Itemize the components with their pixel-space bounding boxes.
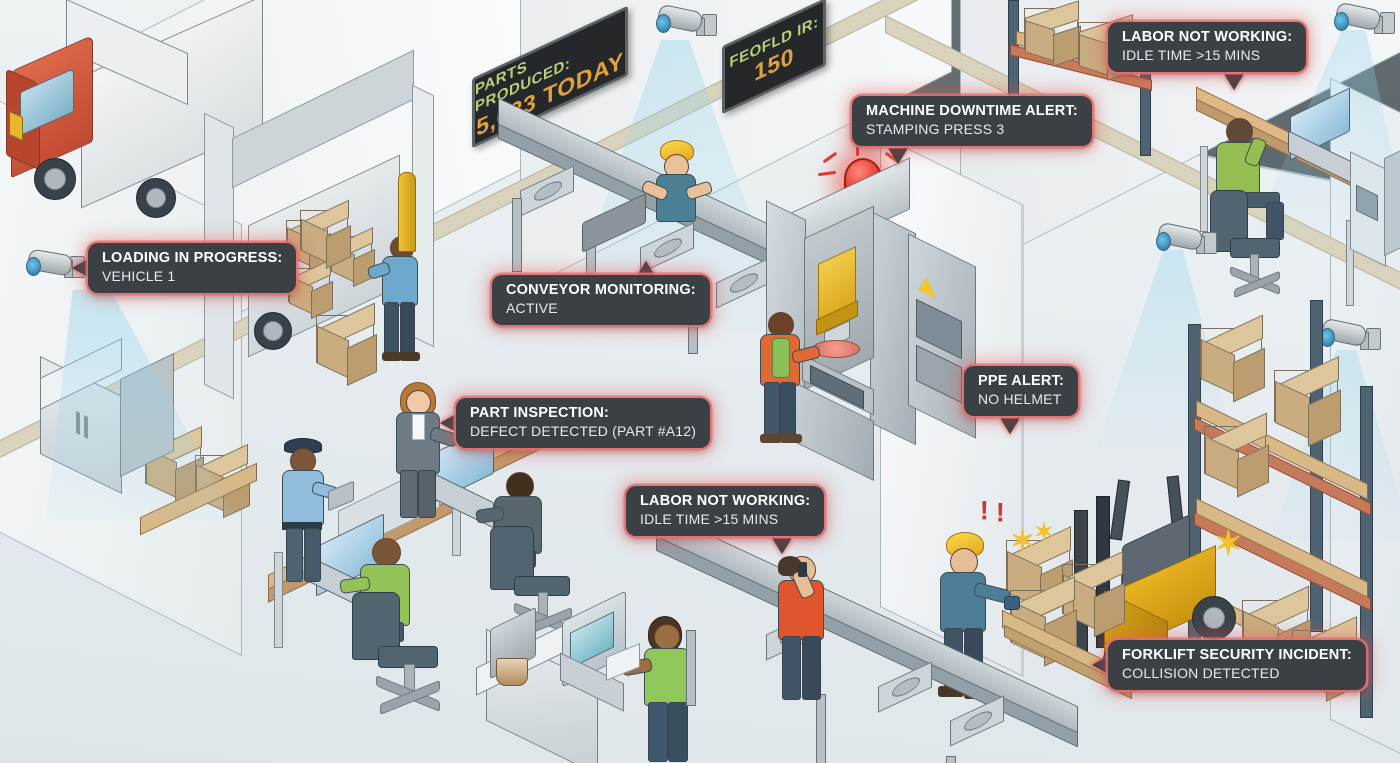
callout-detail: VEHICLE 1 — [102, 268, 176, 285]
callout-detail: COLLISION DETECTED — [1122, 665, 1280, 682]
callout-tail — [888, 148, 908, 164]
office-chair-right — [1208, 190, 1318, 299]
callout-detail: IDLE TIME >15 MINS — [1122, 47, 1261, 64]
person-idle-phone — [772, 556, 838, 716]
callout-forklift-incident[interactable]: FORKLIFT SECURITY INCIDENT: COLLISION DE… — [1108, 640, 1366, 690]
callout-title: FORKLIFT SECURITY INCIDENT: — [1122, 647, 1352, 663]
lower-conveyor — [656, 509, 1096, 763]
callout-title: LOADING IN PROGRESS: — [102, 250, 283, 266]
forklift-pallet-load — [984, 526, 1164, 700]
callout-ppe-alert[interactable]: PPE ALERT: NO HELMET — [964, 366, 1079, 416]
person-office-phone — [1208, 118, 1284, 248]
callout-detail: STAMPING PRESS 3 — [866, 121, 1005, 138]
inspection-terminal — [476, 590, 706, 763]
callout-tail — [1000, 418, 1020, 434]
office-chair-upper — [490, 526, 600, 639]
person-truck-loader — [366, 236, 432, 366]
coffee-pot — [496, 658, 528, 686]
callout-labor-not-working-top[interactable]: LABOR NOT WORKING: IDLE TIME >15 MINS — [1108, 22, 1307, 72]
callout-title: LABOR NOT WORKING: — [1122, 29, 1293, 45]
office-chair-lower — [352, 592, 472, 716]
mobile-phone — [798, 562, 807, 577]
callout-detail: DEFECT DETECTED (PART #A12) — [470, 423, 697, 440]
callout-title: LABOR NOT WORKING: — [640, 493, 811, 509]
collision-spark: ✶ — [1034, 519, 1055, 546]
callout-loading-in-progress[interactable]: LOADING IN PROGRESS: VEHICLE 1 — [88, 243, 297, 293]
person-supervisor — [390, 382, 460, 522]
person-press-operator — [752, 312, 822, 448]
callout-tail — [440, 414, 456, 432]
callout-detail: ACTIVE — [506, 300, 558, 317]
callout-title: MACHINE DOWNTIME ALERT: — [866, 103, 1078, 119]
safety-bollard — [398, 172, 416, 252]
water-cooler — [1350, 145, 1400, 280]
carton-stack — [300, 199, 351, 269]
callout-title: PART INSPECTION: — [470, 405, 610, 421]
callout-part-inspection[interactable]: PART INSPECTION: DEFECT DETECTED (PART #… — [456, 398, 711, 448]
callout-title: CONVEYOR MONITORING: — [506, 282, 696, 298]
alert-exclamation: ! — [996, 497, 1005, 527]
alert-exclamation: ! — [980, 495, 989, 525]
collision-spark: ✶ — [1214, 525, 1243, 563]
callout-machine-downtime[interactable]: MACHINE DOWNTIME ALERT: STAMPING PRESS 3 — [852, 96, 1092, 146]
storage-cabinet — [40, 338, 180, 494]
callout-tail — [1224, 74, 1244, 90]
callout-tail — [1092, 656, 1108, 674]
person-qa-technician — [606, 616, 706, 763]
person-conveyor-operator — [640, 140, 714, 260]
stamping-press-3 — [760, 142, 1030, 481]
pallet-racking-top — [1000, 0, 1180, 156]
callout-title: PPE ALERT: — [978, 373, 1065, 389]
callout-conveyor-monitoring[interactable]: CONVEYOR MONITORING: ACTIVE — [492, 275, 710, 325]
collision-spark: ✶ — [1010, 525, 1036, 558]
delivery-truck — [6, 0, 276, 228]
person-security-guard — [276, 438, 354, 588]
callout-tail — [72, 259, 88, 277]
callout-detail: IDLE TIME >15 MINS — [640, 511, 779, 528]
callout-tail — [636, 261, 656, 277]
callout-labor-not-working-mid[interactable]: LABOR NOT WORKING: IDLE TIME >15 MINS — [626, 486, 825, 536]
carton-stack — [316, 302, 377, 386]
callout-tail — [772, 538, 792, 554]
callout-detail: NO HELMET — [978, 391, 1062, 408]
